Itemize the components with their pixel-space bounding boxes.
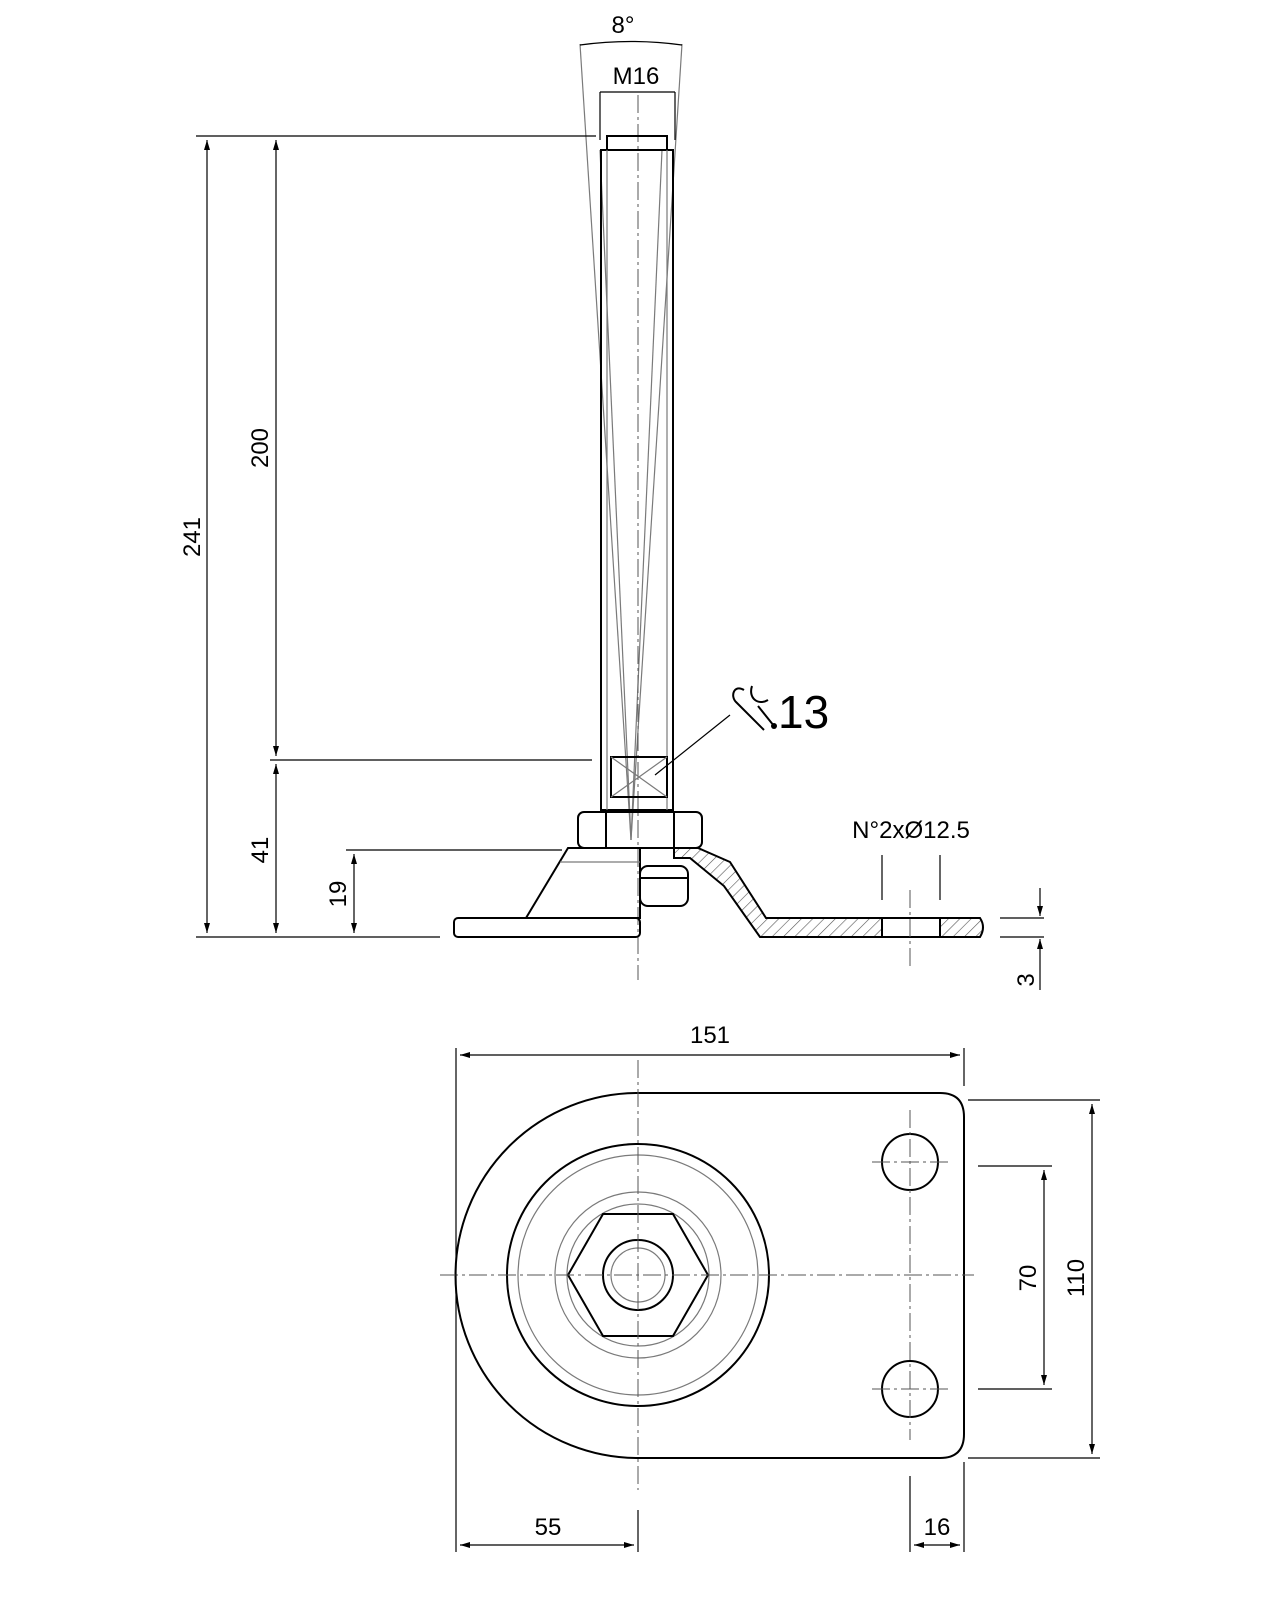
dimension-16 — [909, 1462, 965, 1552]
wrench-icon — [732, 685, 777, 731]
thread-label: M16 — [613, 63, 660, 90]
side-view: 8° M16 13 — [179, 12, 1044, 990]
dimension-19 — [346, 849, 562, 933]
holes-label: N°2xØ12.5 — [852, 817, 970, 844]
center-offset-label: 55 — [535, 1514, 562, 1541]
base-body — [524, 847, 641, 919]
hole-spacing-label: 70 — [1015, 1265, 1042, 1292]
base-plate-left — [453, 917, 641, 938]
dimension-151 — [455, 1048, 965, 1552]
top-view: 151 110 70 55 16 — [440, 1022, 1100, 1552]
thread-dimension — [599, 91, 676, 140]
angle-label: 8° — [612, 12, 635, 39]
base-height-label: 19 — [325, 881, 352, 908]
dimension-55 — [460, 1510, 639, 1552]
hole-section-gap — [881, 917, 941, 938]
dimension-70 — [978, 1165, 1052, 1390]
dimension-241 — [196, 135, 596, 938]
hole-edge-offset-label: 16 — [924, 1514, 951, 1541]
wrench-leader — [654, 714, 731, 776]
total-height-label: 241 — [179, 517, 206, 557]
dimension-200 — [270, 140, 592, 761]
wrench-flats — [610, 756, 668, 798]
threaded-stem — [600, 135, 674, 811]
plate-thickness-label: 3 — [1013, 973, 1040, 986]
plate-end-section — [939, 917, 984, 938]
height-label: 110 — [1063, 1259, 1090, 1297]
dimension-110 — [968, 1099, 1100, 1459]
wrench-size-label: 13 — [778, 686, 829, 738]
lower-nut — [639, 865, 689, 907]
lower-height-label: 41 — [247, 837, 274, 864]
hex-nut — [577, 811, 703, 849]
holes-dimension — [881, 855, 941, 900]
dimension-3 — [1000, 888, 1044, 990]
width-label: 151 — [690, 1022, 730, 1049]
bracket-section — [673, 847, 883, 938]
base-plate-outline — [454, 1092, 965, 1459]
stem-length-label: 200 — [247, 428, 274, 468]
